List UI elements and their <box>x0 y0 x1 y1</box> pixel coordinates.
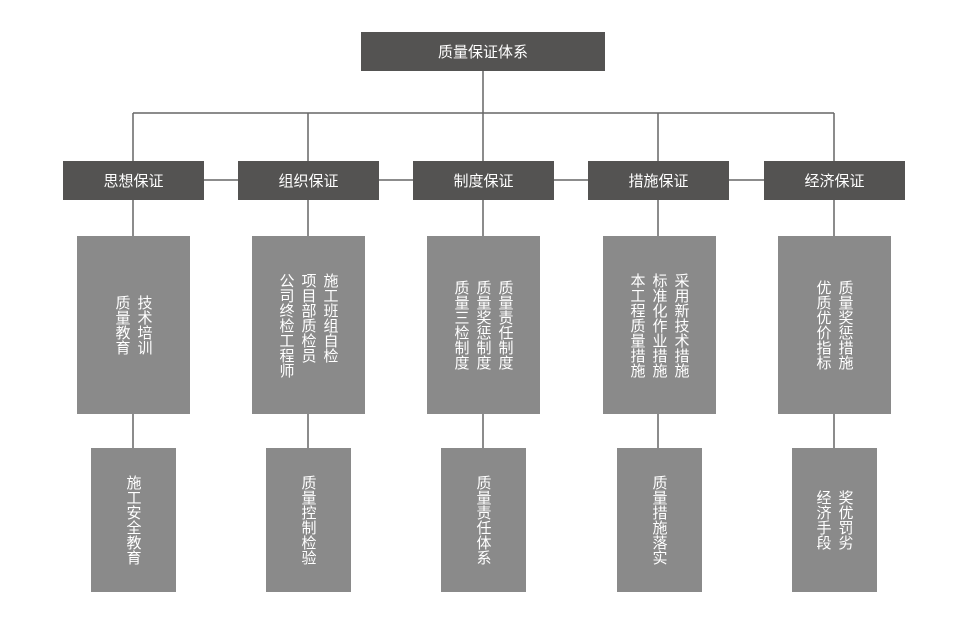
category-node-economic: 经济保证 <box>764 161 905 200</box>
root-node: 质量保证体系 <box>361 32 605 71</box>
bottom-node-5: 奖优罚劣经济手段 <box>792 448 877 592</box>
category-node-label: 措施保证 <box>628 172 689 190</box>
bottom-node-1: 施工安全教育 <box>91 448 176 592</box>
bottom-node-text: 施工安全教育 <box>124 475 143 565</box>
bottom-node-3: 质量责任体系 <box>441 448 526 592</box>
middle-node-text: 采用新技术措施标准化作业措施本工程质量措施 <box>628 272 691 378</box>
category-node-system: 制度保证 <box>413 161 554 200</box>
middle-node-text: 质量责任制度质量奖惩制度质量三检制度 <box>452 280 515 370</box>
category-node-label: 思想保证 <box>103 172 164 190</box>
middle-node-text: 技术培训质量教育 <box>113 295 154 355</box>
bottom-node-4: 质量措施落实 <box>617 448 702 592</box>
category-node-label: 制度保证 <box>453 172 514 190</box>
middle-node-1: 技术培训质量教育 <box>77 236 190 414</box>
middle-node-4: 采用新技术措施标准化作业措施本工程质量措施 <box>603 236 716 414</box>
bottom-node-text: 质量责任体系 <box>474 475 493 565</box>
bottom-node-text: 质量措施落实 <box>650 475 669 565</box>
middle-node-5: 质量奖惩措施优质优价指标 <box>778 236 891 414</box>
middle-node-2: 施工班组自检项目部质检员公司终检工程师 <box>252 236 365 414</box>
category-node-label: 经济保证 <box>804 172 865 190</box>
category-node-thought: 思想保证 <box>63 161 204 200</box>
bottom-node-text: 奖优罚劣经济手段 <box>814 490 855 550</box>
middle-node-3: 质量责任制度质量奖惩制度质量三检制度 <box>427 236 540 414</box>
bottom-node-2: 质量控制检验 <box>266 448 351 592</box>
root-node-label: 质量保证体系 <box>437 43 528 61</box>
category-node-label: 组织保证 <box>278 172 339 190</box>
category-node-organization: 组织保证 <box>238 161 379 200</box>
middle-node-text: 施工班组自检项目部质检员公司终检工程师 <box>277 272 340 378</box>
middle-node-text: 质量奖惩措施优质优价指标 <box>814 280 855 370</box>
category-node-measures: 措施保证 <box>588 161 729 200</box>
bottom-node-text: 质量控制检验 <box>299 475 318 565</box>
